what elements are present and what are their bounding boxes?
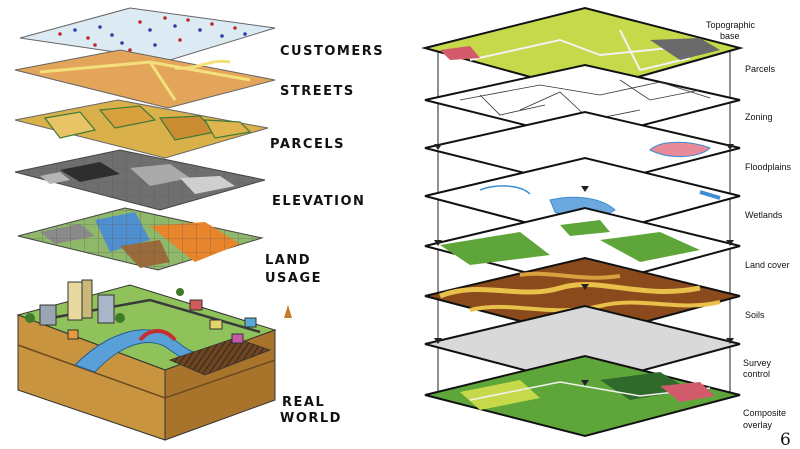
land-usage-label-1: LAND [265,253,311,268]
page-number: 6 [780,430,791,449]
soils-label: Soils [745,310,765,320]
elevation-layer [15,150,265,210]
survey-label-2: control [743,369,770,379]
parcels-layer [15,100,268,158]
survey-label-1: Survey [743,358,772,368]
composite-label-1: Composite [743,408,786,418]
composite-overlay-layer [425,356,740,436]
left-illustration: CUSTOMERS STREETS PARCELS ELEVATION [15,8,384,440]
elevation-label: ELEVATION [272,194,365,209]
streets-layer [15,50,275,108]
real-world-label-1: REAL [282,395,325,410]
real-world-label-2: WORLD [280,411,342,426]
customers-label: CUSTOMERS [280,44,384,59]
parcels-label: Parcels [745,64,776,74]
land-cover-label: Land cover [745,260,790,270]
zoning-label: Zoning [745,112,773,122]
floodplains-label: Floodplains [745,162,792,172]
right-illustration: Topographic base Parcels Zoning Floodpla… [425,8,792,436]
land-usage-label-2: USAGE [265,271,322,286]
streets-label: STREETS [280,84,355,99]
wetlands-label: Wetlands [745,210,783,220]
land-usage-layer [18,208,262,270]
real-world-block [18,280,292,440]
parcels-label: PARCELS [270,137,345,152]
customers-layer [20,8,275,60]
composite-label-2: overlay [743,420,773,430]
topographic-label-1: Topographic [706,20,756,30]
topographic-label-2: base [720,31,740,41]
